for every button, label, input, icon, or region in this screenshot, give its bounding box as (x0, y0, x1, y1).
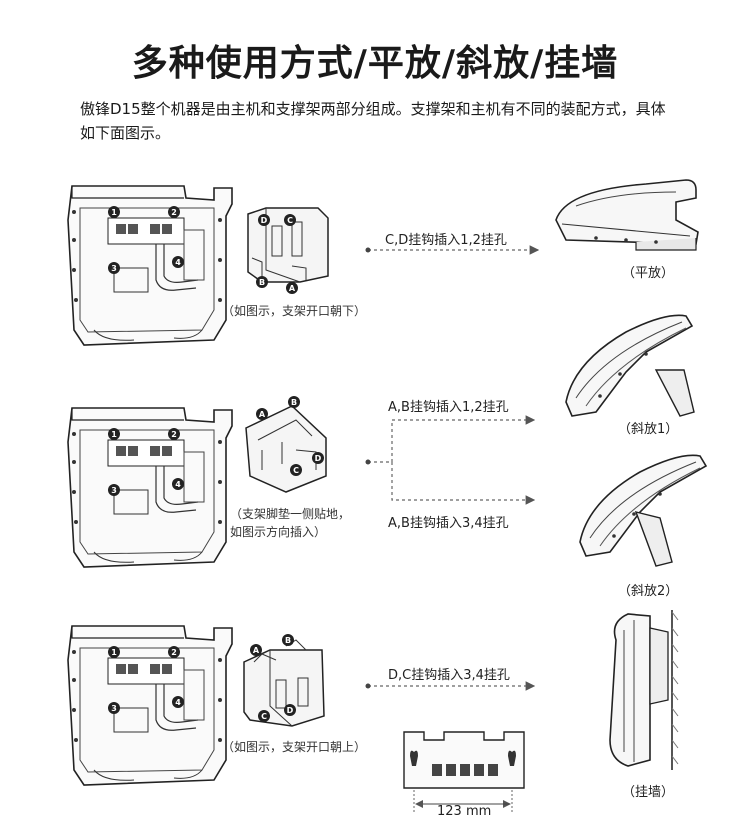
port-number-badge: 1 (111, 648, 117, 657)
port-number-badge: 2 (171, 430, 177, 439)
port-number-badge: 4 (175, 698, 181, 707)
bracket-row3 (243, 639, 325, 727)
hook-letter-badge: B (259, 278, 265, 287)
result-tilt-1: （斜放1） (618, 422, 679, 437)
port-number-badge: 3 (111, 704, 117, 713)
result-flat: （平放） (622, 266, 675, 281)
result-tilt-2: （斜放2） (618, 584, 679, 599)
hook-letter-badge: D (261, 216, 268, 225)
bracket-caption-row2-line1: （支架脚垫一侧贴地， (230, 507, 351, 521)
port-number-badge: 3 (111, 264, 117, 273)
bracket-caption-row1: （如图示，支架开口朝下） (222, 304, 367, 318)
page-title: 多种使用方式/平放/斜放/挂墙 (131, 43, 619, 84)
bracket-caption-row3: （如图示，支架开口朝上） (222, 740, 367, 754)
bracket-row2 (245, 405, 327, 493)
port-number-badge: 1 (111, 208, 117, 217)
hook-letter-badge: C (293, 466, 299, 475)
hook-letter-badge: C (287, 216, 293, 225)
hook-letter-badge: D (315, 454, 322, 463)
port-number-badge: 1 (111, 430, 117, 439)
port-number-badge: 4 (175, 480, 181, 489)
main-unit-back-row3 (67, 625, 233, 786)
wall-dimension-label: 123 mm (437, 804, 492, 819)
bracket-row1 (247, 207, 329, 283)
port-number-badge: 2 (171, 208, 177, 217)
bracket-caption-row2-line2: 如图示方向插入） (230, 525, 327, 539)
hook-letter-badge: D (287, 706, 294, 715)
hook-letter-badge: A (253, 646, 260, 655)
phone-wall-mounted (609, 610, 679, 770)
hook-letter-badge: B (285, 636, 291, 645)
instruction-row2-b: A,B挂钩插入3,4挂孔 (388, 516, 509, 531)
hook-letter-badge: A (289, 284, 296, 293)
main-unit-back-row2 (67, 407, 233, 568)
hook-letter-badge: A (259, 410, 266, 419)
arrow-row2-a (391, 415, 536, 462)
phone-flat (555, 179, 699, 251)
wall-mount-template (403, 731, 525, 812)
arrow-row2-b (391, 462, 536, 505)
hook-letter-badges: D C B A A B C D A B C D (250, 214, 324, 722)
port-number-badge: 4 (175, 258, 181, 267)
instruction-row1: C,D挂钩插入1,2挂孔 (385, 233, 507, 248)
phone-tilt-1 (565, 314, 695, 417)
port-number-badge: 2 (171, 648, 177, 657)
hook-letter-badge: B (291, 398, 297, 407)
main-unit-back-row1 (67, 185, 233, 346)
phone-tilt-2 (579, 454, 707, 567)
port-number-badges: 1 2 3 4 1 2 3 4 1 2 3 4 (108, 206, 184, 714)
intro-text: 傲锋D15整个机器是由主机和支撑架两部分组成。支撑架和主机有不同的装配方式，具体… (80, 100, 666, 142)
result-wall: （挂墙） (622, 785, 675, 800)
instruction-row3: D,C挂钩插入3,4挂孔 (388, 668, 510, 683)
port-number-badge: 3 (111, 486, 117, 495)
hook-letter-badge: C (261, 712, 267, 721)
instruction-row2-a: A,B挂钩插入1,2挂孔 (388, 400, 509, 415)
